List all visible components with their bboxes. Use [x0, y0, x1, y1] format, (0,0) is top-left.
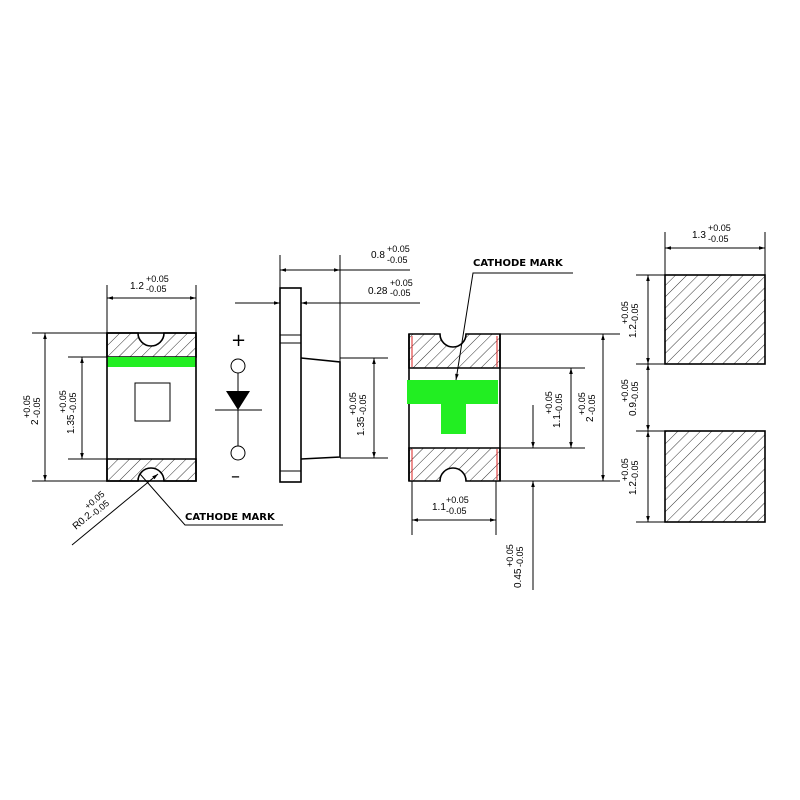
- svg-text:+0.05: +0.05: [22, 395, 32, 418]
- dim-land-top: 1.2 +0.05 -0.05: [620, 301, 640, 338]
- svg-text:-0.05: -0.05: [68, 392, 78, 413]
- svg-text:-0.05: -0.05: [358, 394, 368, 415]
- svg-text:+0.05: +0.05: [577, 392, 587, 415]
- svg-text:0.45: 0.45: [513, 568, 524, 588]
- svg-text:+0.05: +0.05: [620, 301, 630, 324]
- svg-text:-0.05: -0.05: [708, 234, 729, 244]
- anode-terminal-icon: [230, 358, 246, 374]
- svg-text:1.2: 1.2: [628, 324, 639, 338]
- diode-symbol: + –: [215, 330, 262, 487]
- svg-text:1.2: 1.2: [628, 481, 639, 495]
- dim-land-bottom: 1.2 +0.05 -0.05: [620, 458, 640, 495]
- cathode-minus-sign: –: [231, 466, 240, 487]
- svg-text:0.28: 0.28: [368, 286, 388, 297]
- top-pad-hatch: [408, 333, 501, 369]
- svg-text:-0.05: -0.05: [630, 460, 640, 481]
- land-pad-top: [664, 274, 766, 365]
- svg-text:+0.05: +0.05: [446, 495, 469, 505]
- svg-text:0.8: 0.8: [371, 250, 385, 261]
- svg-text:1.35: 1.35: [356, 416, 367, 436]
- dim-side-base: 0.28 +0.05 -0.05: [368, 278, 413, 298]
- svg-text:-0.05: -0.05: [630, 381, 640, 402]
- svg-text:-0.05: -0.05: [587, 394, 597, 415]
- svg-text:+0.05: +0.05: [505, 544, 515, 567]
- svg-text:1.1: 1.1: [552, 414, 563, 428]
- dim-bottom-gap: 1.1 +0.05 -0.05: [544, 391, 564, 428]
- dim-front-width: 1.2: [130, 281, 144, 292]
- dim-side-lens: 1.35 +0.05 -0.05: [348, 392, 368, 436]
- tol-minus: -0.05: [146, 284, 167, 294]
- dim-bottom-width: 1.1 +0.05 -0.05: [432, 495, 469, 516]
- svg-text:+0.05: +0.05: [390, 278, 413, 288]
- svg-text:0.9: 0.9: [628, 402, 639, 416]
- svg-text:-0.05: -0.05: [446, 506, 467, 516]
- cathode-terminal-icon: [230, 445, 246, 461]
- svg-text:+0.05: +0.05: [620, 379, 630, 402]
- dim-side-height: 0.8 +0.05 -0.05: [371, 244, 410, 265]
- cathode-t-mark: [407, 380, 498, 434]
- bottom-electrode-hatch: [106, 458, 197, 482]
- dim-bottom-pad: 0.45 +0.05 -0.05: [505, 544, 525, 588]
- led-chip-window: [134, 382, 171, 422]
- package-body: [106, 332, 197, 482]
- dim-bottom-length: 2 +0.05 -0.05: [577, 392, 597, 422]
- land-pad-bottom: [664, 430, 766, 523]
- cathode-mark-label-bottom: CATHODE MARK: [473, 258, 564, 269]
- svg-text:+0.05: +0.05: [708, 223, 731, 233]
- dim-front-window: 1.35 +0.05 -0.05: [58, 390, 78, 434]
- svg-text:+0.05: +0.05: [387, 244, 410, 254]
- svg-text:1.1: 1.1: [432, 502, 446, 513]
- dim-notch-radius: R0.2 +0.05 -0.05: [71, 489, 111, 532]
- dim-front-length: 2 +0.05 -0.05: [22, 395, 42, 425]
- svg-text:+0.05: +0.05: [348, 392, 358, 415]
- svg-text:-0.05: -0.05: [554, 393, 564, 414]
- bottom-pad-hatch: [408, 447, 501, 482]
- land-pattern: 1.3 +0.05 -0.05 1.2 +0.05 -0.05 0.9 +0.0…: [620, 223, 766, 523]
- bottom-view: CATHODE MARK 1.1 +0.05 -0.05 2 +0.05 -0.…: [407, 258, 620, 590]
- top-electrode-hatch: [106, 332, 197, 358]
- svg-text:+0.05: +0.05: [544, 391, 554, 414]
- svg-text:-0.05: -0.05: [515, 546, 525, 567]
- svg-text:-0.05: -0.05: [390, 288, 411, 298]
- svg-text:2: 2: [585, 416, 596, 422]
- svg-text:-0.05: -0.05: [387, 255, 408, 265]
- dim-land-width: 1.3 +0.05 -0.05: [692, 223, 731, 244]
- svg-text:1.3: 1.3: [692, 230, 706, 241]
- side-view: 0.8 +0.05 -0.05 0.28 +0.05 -0.05 1.35 +0…: [235, 244, 420, 483]
- anode-plus-sign: +: [231, 330, 246, 351]
- cathode-mark-label-front: CATHODE MARK: [185, 512, 276, 523]
- svg-text:-0.05: -0.05: [630, 303, 640, 324]
- dim-land-gap: 0.9 +0.05 -0.05: [620, 379, 640, 416]
- cathode-green-band: [107, 357, 196, 367]
- tol-plus: +0.05: [146, 274, 169, 284]
- svg-text:1.35: 1.35: [66, 414, 77, 434]
- svg-text:+0.05: +0.05: [58, 390, 68, 413]
- svg-text:2: 2: [30, 419, 41, 425]
- svg-text:-0.05: -0.05: [32, 397, 42, 418]
- diode-triangle-icon: [226, 391, 250, 410]
- svg-text:+0.05: +0.05: [620, 458, 630, 481]
